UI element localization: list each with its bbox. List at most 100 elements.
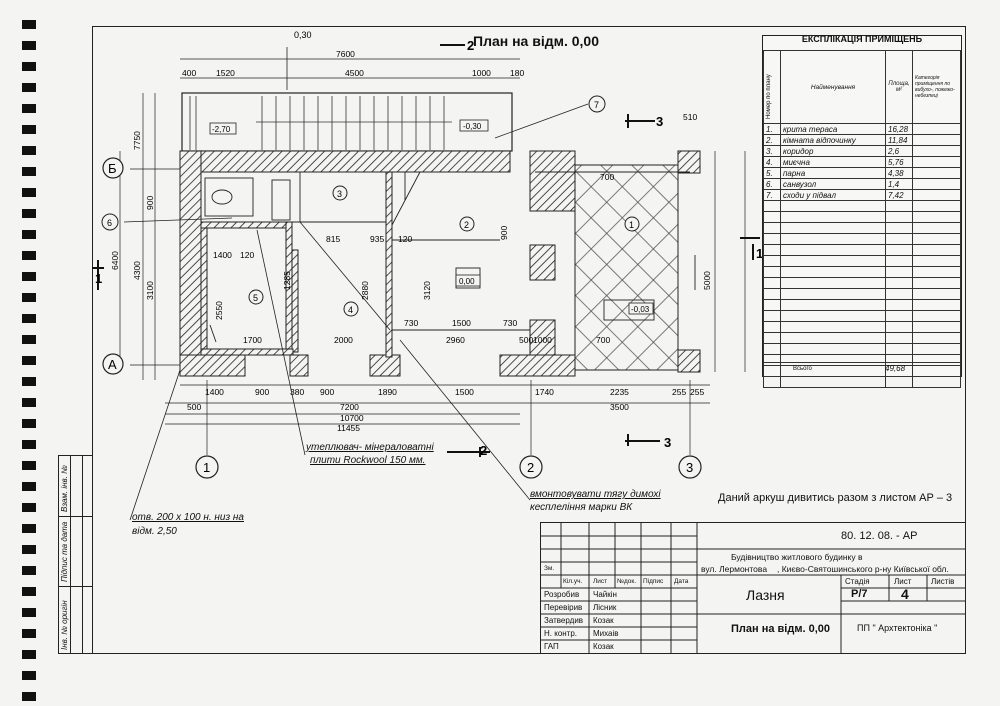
explication-row [763,211,961,223]
dimension-texts: 7600 400 1520 4500 1000 180 1400 900 380… [182,49,704,433]
explication-cell-empty [885,288,913,300]
level-minus-270: -2,70 [212,125,231,134]
explication-table: ЕКСПЛІКАЦІЯ ПРИМІЩЕНЬ Номер по плану Най… [762,34,962,388]
tb-sheets-label: Листів [931,577,955,586]
binding-hole [22,335,36,344]
explication-cell-empty [912,134,961,146]
tb-role-name: Козак [593,616,614,625]
svg-text:1890: 1890 [378,387,397,397]
explication-cell-name: сходи у підвал [780,189,886,201]
tb-col-0: Кіл.уч. [563,578,583,585]
explication-title: ЕКСПЛІКАЦІЯ ПРИМІЩЕНЬ [801,34,923,44]
explication-cell-empty [763,255,781,267]
explication-cell-empty [780,299,886,311]
svg-text:2235: 2235 [610,387,629,397]
svg-text:2960: 2960 [446,335,465,345]
walls [179,150,701,377]
explication-cell-empty [912,200,961,212]
room-4: 4 [348,305,353,315]
explication-cell-empty [780,332,886,344]
binding-hole [22,293,36,302]
explication-cell-empty [763,310,781,322]
svg-text:510: 510 [683,112,697,122]
svg-text:3500: 3500 [610,402,629,412]
section-mark-1-right: 1 [756,246,763,261]
note-vent-2: кесплеління марки ВК [530,502,633,513]
explication-cell-empty [763,222,781,234]
tb-role-name: Козак [593,642,614,651]
svg-text:1400: 1400 [205,387,224,397]
svg-text:1500: 1500 [452,318,471,328]
tb-sheet: 4 [901,586,909,602]
section-mark-3-bottom: 3 [664,435,671,450]
explication-cell-name: санвузол [780,178,886,190]
tb-project-1: Будівництво житлового будинку в [731,552,863,562]
explication-cell-n: 5. [763,167,781,179]
explication-cell-empty [912,167,961,179]
explication-cell-empty [885,376,913,388]
svg-text:7600: 7600 [336,49,355,59]
explication-cell-n: 1. [763,123,781,135]
explication-row [763,255,961,267]
tb-org: ПП " Архтектоніка " [857,623,938,633]
svg-text:700: 700 [600,172,614,182]
explication-row [763,299,961,311]
plan-title: План на відм. 0,00 [473,33,599,49]
room-3: 3 [337,189,342,199]
explication-cell-empty [763,332,781,344]
explication-cell-empty [912,255,961,267]
svg-text:935: 935 [370,234,384,244]
explication-cell-empty [885,255,913,267]
note-insulation-1: утеплювач- мінераловатні [306,442,434,453]
binding-hole [22,398,36,407]
explication-cell-empty [912,178,961,190]
svg-text:255: 255 [690,387,704,397]
explication-cell-empty [885,277,913,289]
explication-cell-empty [780,233,886,245]
note-opening-2: відм. 2,50 [132,526,177,537]
explication-cell-empty [912,211,961,223]
explication-cell-area: 7,42 [885,189,913,201]
svg-text:120: 120 [240,250,254,260]
binding-hole [22,692,36,701]
note-insulation-2: плити Rockwool 150 мм. [310,455,426,466]
svg-text:3120: 3120 [422,281,432,300]
explication-row [763,233,961,245]
explication-cell-name: крита тераса [780,123,886,135]
svg-text:7750: 7750 [132,131,142,150]
svg-text:11455: 11455 [337,423,360,433]
explication-cell-empty [912,332,961,344]
explication-cell-empty [912,222,961,234]
tb-sheet-label: Лист [894,577,912,586]
explication-cell-n: 7. [763,189,781,201]
explication-cell-empty [912,189,961,201]
svg-text:4300: 4300 [132,261,142,280]
svg-text:815: 815 [326,234,340,244]
explication-cell-empty [885,299,913,311]
binding-hole [22,461,36,470]
explication-cell-empty [780,376,886,388]
explication-cell-name: коридор [780,145,886,157]
explication-cell-empty [885,332,913,344]
explication-cell-empty [763,288,781,300]
explication-row [763,222,961,234]
svg-text:180: 180 [510,68,524,78]
binding-hole [22,566,36,575]
explication-cell-empty [780,343,886,355]
explication-cell-area: 5,76 [885,156,913,168]
tb-role-label: ГАП [544,642,559,651]
tb-role-name: Лісник [593,603,617,612]
explication-cell-empty [763,244,781,256]
binding-hole [22,650,36,659]
drawing-sheet-frame [92,26,966,654]
svg-text:730: 730 [404,318,418,328]
svg-text:2880: 2880 [360,281,370,300]
explication-cell-empty [912,310,961,322]
binding-hole [22,167,36,176]
section-mark-2-top: 2 [467,38,474,53]
